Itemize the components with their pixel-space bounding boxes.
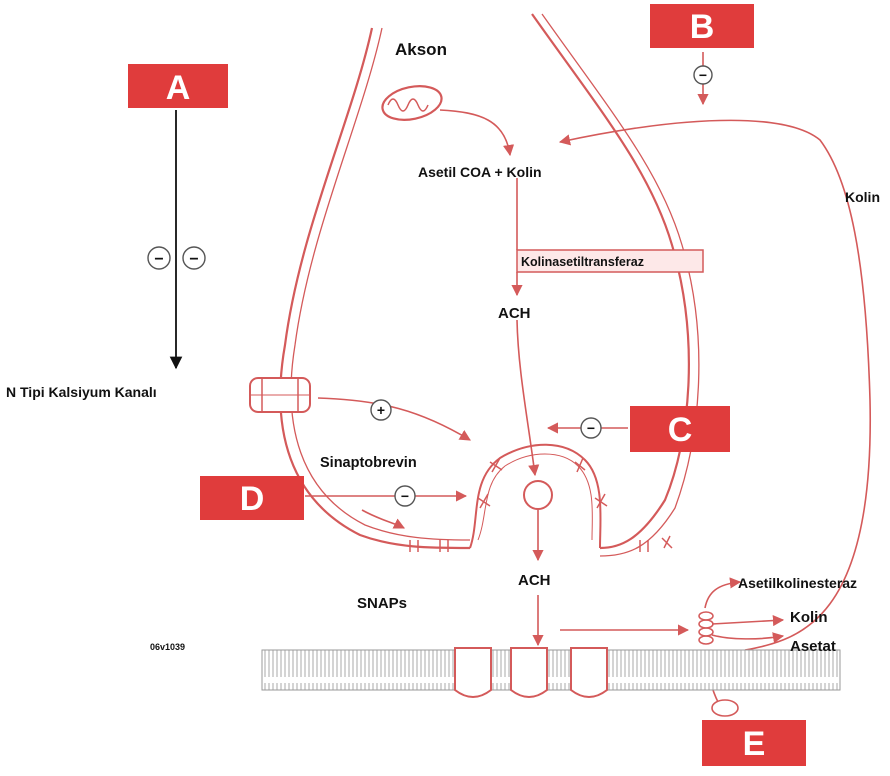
plus-sign-channel: + xyxy=(370,399,392,421)
receptors xyxy=(454,647,608,698)
axon-wall-right xyxy=(531,13,690,550)
arrow-to-esterase-label xyxy=(704,577,742,609)
arrow-choline-reuptake xyxy=(558,119,871,651)
enzyme-box xyxy=(516,249,704,273)
arrow-to-asetat-label xyxy=(711,632,785,644)
calcium-channel-icon xyxy=(249,377,311,413)
label-ach-top: ACH xyxy=(498,305,531,322)
arrow-ach-to-vesicle xyxy=(516,319,540,477)
acetylcholinesterase-icon xyxy=(698,611,714,645)
label-asetat: Asetat xyxy=(790,638,836,655)
arrow-mito-to-acetylcoa xyxy=(439,109,515,157)
arrows xyxy=(305,52,871,703)
svg-text:A: A xyxy=(166,69,191,107)
label-ach-bottom: ACH xyxy=(518,572,551,589)
label-snaps: SNAPs xyxy=(357,595,407,612)
arrow-to-kolin-label xyxy=(711,614,785,627)
label-n-tipi: N Tipi Kalsiyum Kanalı xyxy=(6,384,157,400)
label-kolin-right: Kolin xyxy=(845,189,880,205)
svg-text:D: D xyxy=(240,480,265,518)
svg-text:−: − xyxy=(401,488,409,504)
mitochondrion-icon xyxy=(381,85,443,121)
label-code: 06v1039 xyxy=(150,642,185,652)
receptor-1 xyxy=(454,647,492,698)
arrow-channel-to-terminal xyxy=(317,397,471,441)
label-kolin-bottom: Kolin xyxy=(790,609,828,626)
box-d: D xyxy=(200,476,304,520)
svg-text:−: − xyxy=(699,67,707,83)
e-oval-icon xyxy=(711,699,739,717)
box-c: C xyxy=(630,406,730,452)
sign-circles: − − − + − − xyxy=(147,65,713,507)
minus-sign-b: − xyxy=(693,65,713,85)
vesicle xyxy=(523,480,553,510)
svg-text:E: E xyxy=(743,725,766,763)
box-a: A xyxy=(128,64,228,108)
label-kolinasetiltransferaz: Kolinasetiltransferaz xyxy=(521,255,644,269)
receptor-2 xyxy=(510,647,548,698)
minus-sign-d: − xyxy=(394,485,416,507)
label-sinaptobrevin: Sinaptobrevin xyxy=(320,455,417,471)
label-asetilkolinesteraz: Asetilkolinesteraz xyxy=(738,575,857,591)
membrane-ticks xyxy=(409,457,673,552)
presynaptic-terminal xyxy=(469,443,602,549)
postsynaptic-membrane xyxy=(261,649,841,691)
svg-text:−: − xyxy=(189,251,198,268)
svg-text:−: − xyxy=(154,251,163,268)
minus-sign-a2: − xyxy=(182,246,206,270)
label-akson: Akson xyxy=(395,40,447,59)
minus-sign-a1: − xyxy=(147,246,171,270)
label-asetil-coa-kolin: Asetil COA + Kolin xyxy=(418,164,542,180)
arrow-snaps xyxy=(361,509,406,529)
svg-text:C: C xyxy=(668,411,693,449)
svg-text:+: + xyxy=(377,402,385,418)
minus-sign-c: − xyxy=(580,417,602,439)
svg-text:−: − xyxy=(587,420,595,436)
box-b: B xyxy=(650,4,754,48)
box-e: E xyxy=(702,720,806,766)
svg-text:B: B xyxy=(690,8,715,46)
axon-wall-right-inner xyxy=(541,13,700,557)
terminal-inner xyxy=(477,453,593,541)
receptor-3 xyxy=(570,647,608,698)
